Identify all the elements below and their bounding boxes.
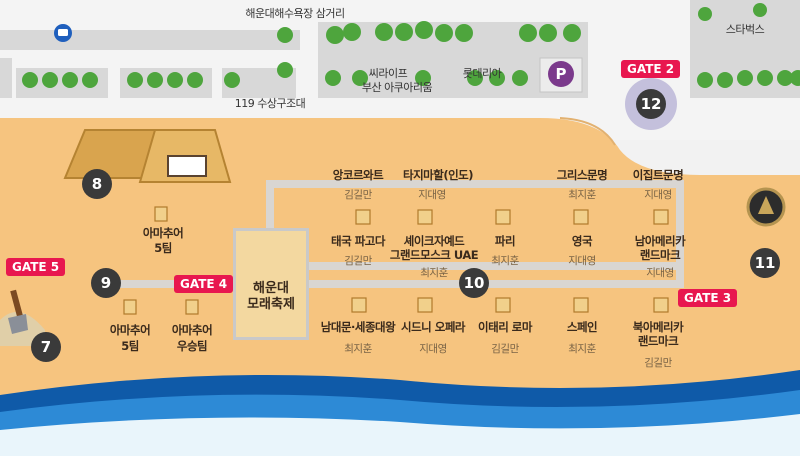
sculpture-title-line2: 그랜드모스크 UAE — [389, 248, 479, 262]
parking-label: P — [555, 65, 567, 83]
amateur-5-top-label: 아마추어 — [142, 226, 184, 240]
sculpture-artist: 김길만 — [344, 255, 372, 267]
sculpture-title[interactable]: 영국 — [571, 234, 593, 248]
center-line2: 모래축제 — [247, 297, 295, 313]
amateur-winner-label: 아마추어 — [171, 323, 213, 337]
sculpture-title-line2: 랜드마크 — [639, 248, 681, 262]
sculpture-artist: 지대영 — [568, 255, 596, 267]
amateur-5-bottom-label: 아마추어 — [109, 323, 151, 337]
sculpture-title[interactable]: 시드니 오페라 — [401, 320, 465, 334]
parking-icon — [539, 57, 583, 93]
sculpture-title[interactable]: 셰이크자예드 — [403, 234, 465, 248]
street-label-top: 해운대해수욕장 삼거리 — [245, 7, 345, 20]
amateur-5-bottom-sub: 5팀 — [121, 339, 139, 353]
sculpture-title-line2: 랜드마크 — [637, 334, 679, 348]
sculpture-title[interactable]: 파리 — [494, 234, 516, 248]
festival-center-box[interactable] — [233, 228, 309, 340]
marker-7[interactable]: 7 — [31, 332, 61, 362]
sculpture-title[interactable]: 그리스문명 — [556, 168, 608, 182]
street-label-rescue: 119 수상구조대 — [234, 97, 306, 110]
amateur-winner-sub: 우승팀 — [176, 339, 208, 353]
sculpture-artist: 지대영 — [419, 343, 447, 355]
street-label-starbucks: 스타벅스 — [725, 23, 765, 36]
sculpture-artist: 최지훈 — [491, 255, 519, 267]
gate-3[interactable]: GATE 3 — [678, 289, 738, 307]
sculpture-artist: 최지훈 — [420, 267, 448, 279]
walkway — [116, 180, 684, 288]
emblem-icon — [746, 187, 786, 227]
street-label-aquarium: 부산 아쿠아리움 — [361, 81, 433, 94]
marker-12[interactable]: 12 — [636, 89, 666, 119]
sculpture-title[interactable]: 북아메리카 — [632, 320, 684, 334]
amateur-5-top-sub: 5팀 — [154, 241, 172, 255]
trees — [22, 3, 800, 88]
gate-5[interactable]: GATE 5 — [6, 258, 66, 276]
center-line1: 해운대 — [253, 281, 289, 296]
sculpture-title[interactable]: 앙코르와트 — [332, 168, 384, 182]
sculpture-title[interactable]: 남대문·세종대왕 — [320, 320, 396, 334]
sculpture-artist: 김길만 — [491, 343, 519, 355]
sculpture-artist: 지대영 — [646, 267, 674, 279]
sculpture-artist: 최지훈 — [568, 343, 596, 355]
sculpture-artist: 최지훈 — [568, 189, 596, 201]
gate-2[interactable]: GATE 2 — [621, 60, 681, 78]
sand-dunes — [63, 129, 232, 183]
sculpture-title[interactable]: 남아메리카 — [634, 234, 686, 248]
sandcastle-icons — [123, 206, 669, 315]
sculpture-artist: 지대영 — [418, 189, 446, 201]
sculpture-title[interactable]: 타지마할(인도) — [403, 168, 474, 182]
gate-4[interactable]: GATE 4 — [174, 275, 234, 293]
marker-9[interactable]: 9 — [91, 268, 121, 298]
marker-11[interactable]: 11 — [750, 248, 780, 278]
sculpture-artist: 지대영 — [644, 189, 672, 201]
sculpture-title[interactable]: 이태리 로마 — [478, 320, 532, 334]
street-label-sealife: 씨라이프 — [368, 67, 408, 80]
sculpture-artist: 김길만 — [344, 189, 372, 201]
bus-stop-icon — [54, 24, 72, 42]
sculpture-title[interactable]: 스페인 — [566, 320, 598, 334]
sculpture-artist: 김길만 — [644, 357, 672, 369]
marker-8[interactable]: 8 — [82, 169, 112, 199]
sculpture-title[interactable]: 이집트문명 — [632, 168, 684, 182]
sculpture-artist: 최지훈 — [344, 343, 372, 355]
street-label-lotteria: 롯데리아 — [462, 67, 502, 80]
marker-10[interactable]: 10 — [459, 268, 489, 298]
festival-center-label: 해운대 모래축제 — [247, 281, 295, 314]
sculpture-title[interactable]: 태국 파고다 — [331, 234, 385, 248]
